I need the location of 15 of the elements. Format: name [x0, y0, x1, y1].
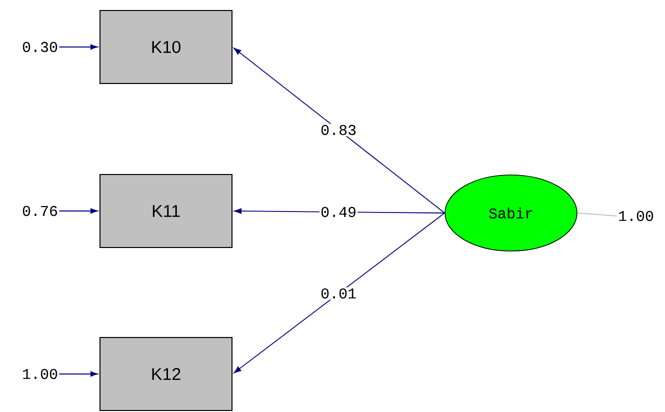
path-coefficient: 0.01: [320, 287, 358, 300]
error-variance-label: 0.76: [22, 206, 58, 216]
error-variance-label: 1.00: [23, 368, 58, 380]
path-coefficient: 0.49: [320, 206, 358, 218]
error-variance-label: 0.30: [22, 42, 58, 52]
path-arrow: [234, 48, 446, 214]
observed-variable-box: K10: [100, 10, 232, 84]
path-coefficient: 0.83: [320, 124, 358, 136]
path-arrow: [58, 371, 98, 377]
path-arrow: [58, 44, 98, 50]
path-arrow: [234, 212, 446, 374]
observed-variable-box: K11: [100, 174, 232, 248]
path-arrow: [58, 208, 98, 214]
observed-variable-box: K12: [100, 337, 232, 411]
error-variance-label: 1.00: [619, 210, 654, 222]
